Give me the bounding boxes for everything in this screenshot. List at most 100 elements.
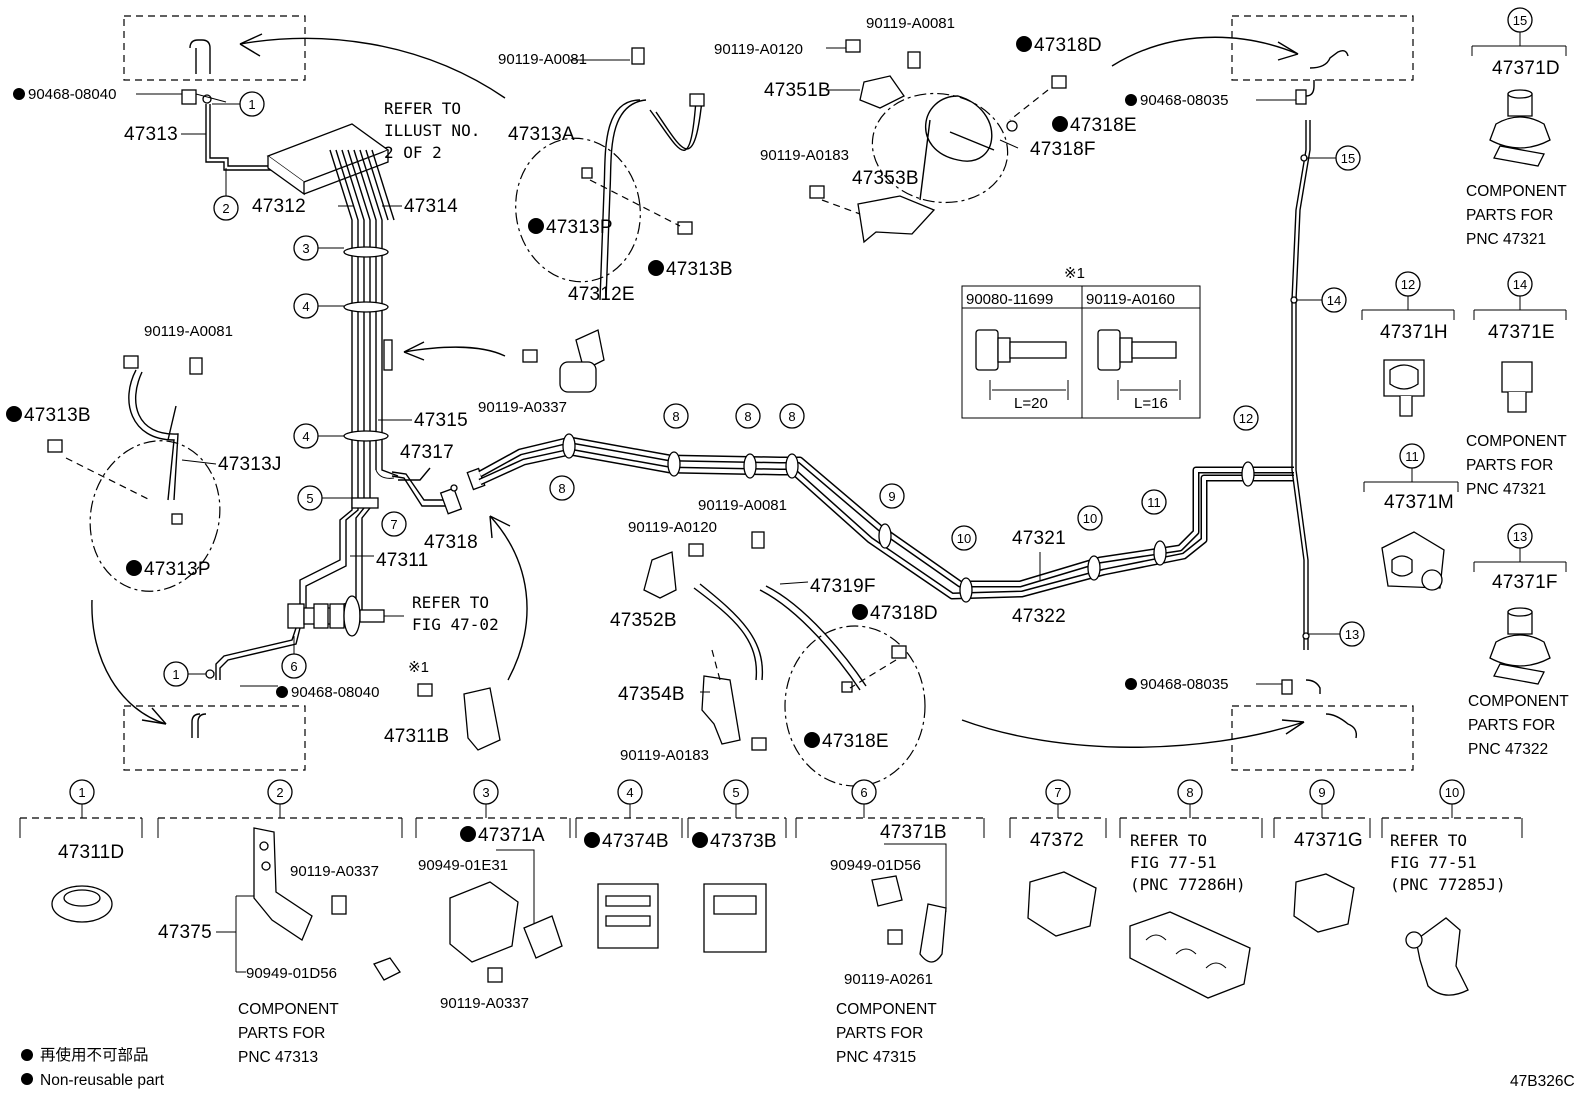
label-a0081-mid: 90119-A0081: [144, 323, 233, 340]
legend-jp: 再使用不可部品: [40, 1046, 149, 1064]
svg-text:47318E: 47318E: [1070, 115, 1137, 136]
label-a0183-bot: 90119-A0183: [620, 747, 709, 764]
label-47318D-top: 47318D: [1016, 35, 1102, 56]
comp-47313-3: PNC 47313: [238, 1049, 318, 1066]
combination-block: [266, 123, 390, 196]
svg-text:13: 13: [1345, 627, 1359, 642]
label-47311D: 47311D: [58, 842, 124, 863]
bolts: [47, 39, 1067, 751]
bolt-table-col2: 90119-A0160: [1086, 291, 1175, 308]
svg-text:47313P: 47313P: [144, 559, 211, 580]
label-a0337-b3: 90119-A0337: [440, 995, 529, 1012]
clamp-47371E: [1501, 361, 1533, 413]
label-a0120-mid: 90119-A0120: [628, 519, 717, 536]
label-47318E-top: 47318E: [1052, 115, 1137, 136]
callout-b3: 3: [473, 779, 499, 805]
note-box10-2: FIG 77-51: [1390, 853, 1477, 872]
svg-text:8: 8: [672, 409, 679, 424]
label-90468-08040-top: 90468-08040: [13, 86, 116, 103]
label-47374B: 47374B: [584, 831, 669, 852]
label-47313J: 47313J: [218, 454, 282, 475]
svg-text:47318D: 47318D: [1034, 35, 1102, 56]
label-47313B-top: 47313B: [648, 259, 733, 280]
bolt-graphic-1: [975, 329, 1069, 400]
note-box8-2: FIG 77-51: [1130, 853, 1217, 872]
label-47313: 47313: [124, 124, 178, 145]
bottom-row: 1 47311D 2 47375 90119-A0337 90949-01D56…: [19, 779, 1523, 1066]
tube-47313: [181, 89, 290, 171]
svg-text:8: 8: [788, 409, 795, 424]
label-47371D: 47371D: [1492, 58, 1560, 79]
box-4: 4 47374B: [575, 779, 683, 949]
label-47371M: 47371M: [1384, 492, 1454, 513]
svg-text:9: 9: [1318, 785, 1325, 800]
svg-text:10: 10: [1083, 511, 1097, 526]
label-47313A: 47313A: [508, 124, 575, 145]
label-47371F: 47371F: [1492, 572, 1558, 593]
callout-11a: 11: [1141, 489, 1167, 515]
arrow-47312e: [403, 341, 506, 361]
note-box10-1: REFER TO: [1390, 831, 1467, 850]
label-47312E: 47312E: [568, 284, 635, 305]
label-47371E: 47371E: [1488, 322, 1555, 343]
comp-47322-1: COMPONENT: [1468, 693, 1569, 710]
box-6: 6 47371B 90949-01D56 90119-A0261 COMPONE…: [795, 779, 985, 1066]
comp-47315-2: PARTS FOR: [836, 1025, 923, 1042]
callout-6a: 6: [281, 653, 307, 679]
svg-text:2: 2: [222, 201, 229, 216]
comp-47321-a1: COMPONENT: [1466, 183, 1567, 200]
svg-text:7: 7: [1054, 785, 1061, 800]
note-refer-illust-2: ILLUST NO.: [384, 121, 480, 140]
svg-text:47318D: 47318D: [870, 603, 938, 624]
svg-text:14: 14: [1513, 277, 1527, 292]
note-refer-illust-3: 2 OF 2: [384, 143, 442, 162]
box-9: 9 47371G: [1273, 779, 1371, 933]
master-cylinder: [287, 595, 404, 637]
note-box8-1: REFER TO: [1130, 831, 1207, 850]
label-47311: 47311: [376, 550, 428, 571]
svg-text:15: 15: [1341, 151, 1355, 166]
label-01e31: 90949-01E31: [418, 857, 508, 874]
svg-text:90468-08040: 90468-08040: [28, 86, 116, 103]
svg-text:47371A: 47371A: [478, 825, 545, 846]
label-90468-08035-bot: 90468-08035: [1125, 676, 1228, 693]
bolt-table-len2: L=16: [1134, 395, 1168, 412]
callout-b2: 2: [267, 779, 293, 805]
leader-lines: [136, 47, 1296, 693]
label-47352B: 47352B: [610, 610, 677, 631]
label-01d56-b2: 90949-01D56: [246, 965, 337, 982]
note-box10-3: (PNC 77285J): [1390, 875, 1506, 894]
svg-text:8: 8: [1186, 785, 1193, 800]
callout-14a: 14: [1321, 287, 1347, 313]
label-47318E-mid: 47318E: [804, 731, 889, 752]
svg-text:9: 9: [888, 489, 895, 504]
callout-b10: 10: [1439, 779, 1465, 805]
tube-bundle-47312-47314: [299, 149, 399, 613]
label-a0337-b2: 90119-A0337: [290, 863, 379, 880]
label-47318: 47318: [424, 532, 478, 553]
arrow-47311b: [489, 515, 528, 681]
detail-frame-top-left: [123, 15, 506, 99]
label-47311B: 47311B: [384, 726, 449, 747]
callout-r13: 13: [1507, 523, 1533, 549]
label-a0081-top: 90119-A0081: [498, 51, 587, 68]
label-a0337-mid: 90119-A0337: [478, 399, 567, 416]
comp-47315-1: COMPONENT: [836, 1001, 937, 1018]
detail-frame-bottom-right: [961, 705, 1414, 771]
label-90468-08040-bot: 90468-08040: [276, 684, 379, 701]
callout-1b: 1: [163, 661, 189, 687]
svg-text:6: 6: [860, 785, 867, 800]
label-a0183-top: 90119-A0183: [760, 147, 849, 164]
svg-text:14: 14: [1327, 293, 1341, 308]
box-1: 1 47311D: [19, 779, 143, 923]
label-47313P-top: 47313P: [528, 217, 613, 238]
box-7: 7 47372: [1009, 779, 1107, 937]
brackets: [463, 75, 936, 751]
callout-10b: 10: [1077, 505, 1103, 531]
callout-2a: 2: [213, 195, 239, 221]
callouts-diagram: 1 2 3 4 4 5 6 7 1 8 8 8 8 9 10 10 11 12 …: [163, 91, 1365, 687]
label-90468-08035-top: 90468-08035: [1125, 92, 1228, 109]
clamp-47371D: [1489, 89, 1551, 167]
label-a0261: 90119-A0261: [844, 971, 933, 988]
